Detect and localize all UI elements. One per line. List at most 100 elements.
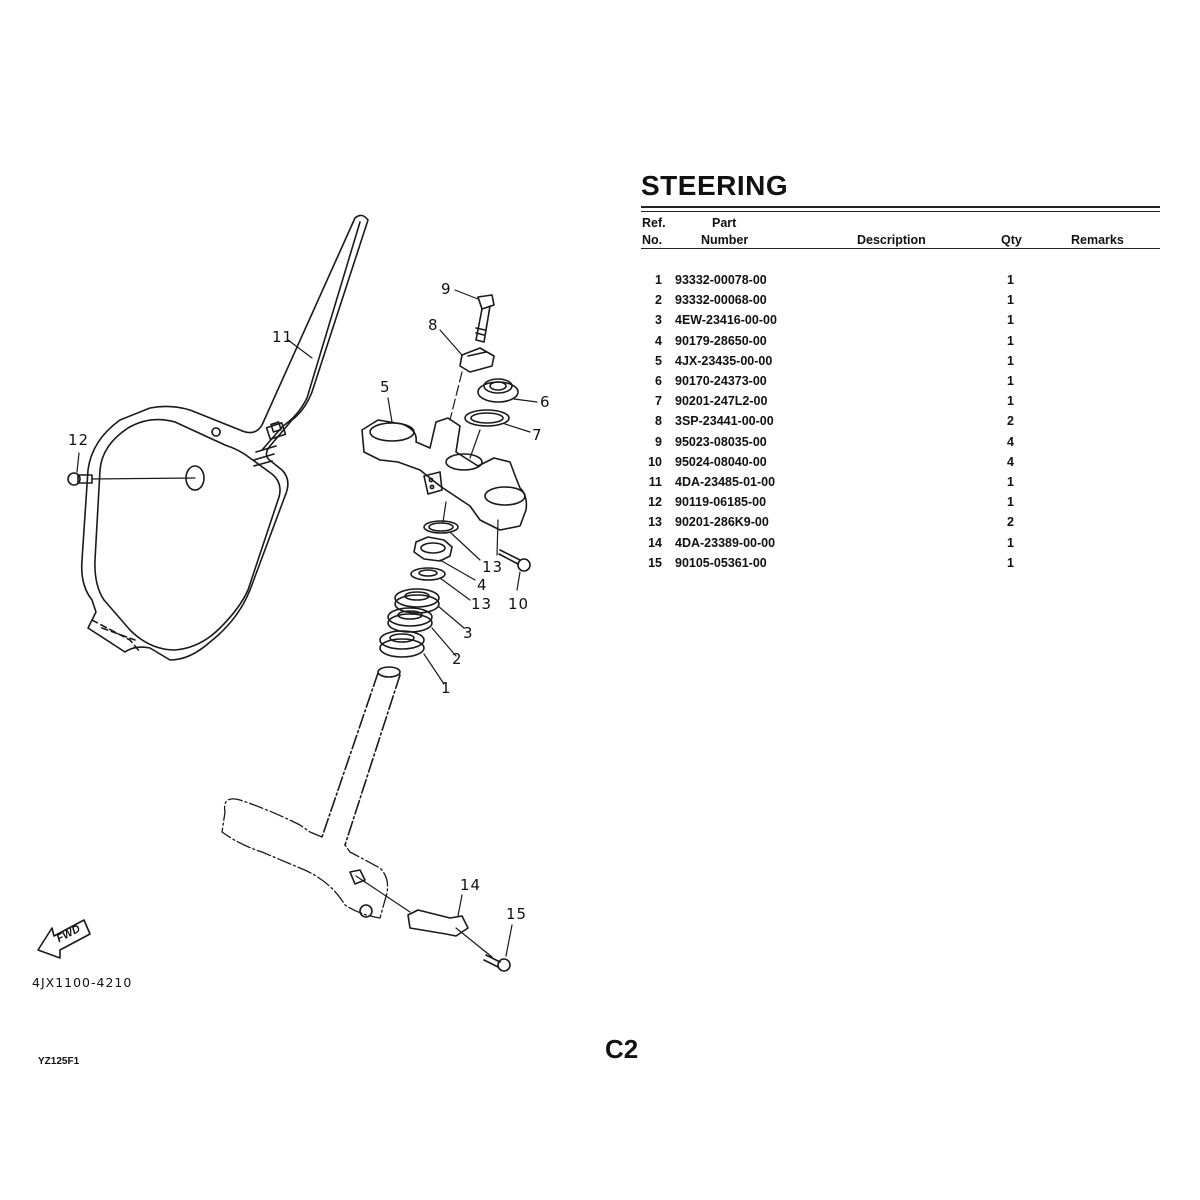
- callout-9: 9: [441, 280, 452, 298]
- part-number: 95023-08035-00: [675, 434, 767, 449]
- part-number: 90201-286K9-00: [675, 515, 769, 530]
- header-description: Description: [857, 233, 926, 247]
- header-remarks: Remarks: [1071, 233, 1124, 247]
- callout-13-lower: 13: [471, 595, 493, 613]
- bolt-flange-lower-part: [498, 549, 531, 591]
- washer-plate-upper-part: [423, 501, 481, 561]
- number-plate-part: [80, 214, 369, 661]
- ball-race-cover-part: [394, 588, 465, 629]
- quantity: 1: [1007, 394, 1014, 409]
- callout-5: 5: [380, 378, 391, 396]
- figure-code: 4JX1100-4210: [32, 975, 133, 990]
- callout-14: 14: [460, 876, 482, 894]
- header-part-line1: Part: [712, 216, 737, 230]
- quantity: 1: [1007, 273, 1014, 287]
- quantity: 2: [1007, 515, 1014, 530]
- bolt-with-washer-part: [67, 452, 196, 486]
- ring-nut-part: [413, 536, 476, 581]
- callout-11: 11: [272, 328, 294, 346]
- part-number: 93332-00078-00: [675, 273, 767, 287]
- steering-stem-reference: [221, 666, 401, 919]
- callout-10: 10: [508, 595, 530, 613]
- header-ref-line1: Ref.: [642, 216, 666, 230]
- part-number: 95024-08040-00: [675, 454, 767, 469]
- part-number: 90201-247L2-00: [675, 394, 768, 409]
- ref-number: 4: [655, 333, 662, 348]
- quantity: 1: [1007, 535, 1014, 550]
- quantity: 1: [1007, 313, 1014, 328]
- ref-number: 11: [648, 475, 662, 489]
- title-divider: [641, 206, 1160, 212]
- nut-part: [477, 378, 538, 403]
- ref-number: 6: [655, 374, 662, 388]
- callout-1: 1: [441, 679, 452, 697]
- ref-number: 9: [655, 434, 662, 449]
- callout-8: 8: [428, 316, 439, 334]
- ref-number: 3: [655, 313, 662, 328]
- callout-7: 7: [532, 426, 543, 444]
- callout-3: 3: [463, 624, 474, 642]
- header-ref-line2: No.: [642, 233, 663, 247]
- ref-number: 7: [655, 394, 662, 409]
- model-code: YZ125F1: [38, 1056, 80, 1067]
- crown-handle-part: [361, 397, 528, 556]
- header-divider: [641, 248, 1160, 249]
- part-number: 3SP-23441-00-00: [675, 414, 774, 429]
- ref-number: 12: [648, 495, 662, 510]
- quantity: 1: [1007, 475, 1014, 489]
- washer-plate-part: [464, 409, 531, 459]
- section-title: STEERING: [641, 170, 789, 201]
- callout-6: 6: [540, 393, 551, 411]
- ref-number: 1: [655, 273, 662, 287]
- callout-2: 2: [452, 650, 463, 668]
- bolt-washer-based-part: [483, 924, 513, 972]
- bearing-lower-part: [379, 630, 445, 685]
- leader-line: [287, 339, 313, 359]
- ref-number: 5: [655, 353, 662, 368]
- quantity: 4: [1007, 434, 1014, 449]
- bolt-flange-part: [454, 289, 495, 343]
- part-number: 4EW-23416-00-00: [675, 313, 777, 328]
- quantity: 1: [1007, 374, 1014, 388]
- part-number: 90105-05361-00: [675, 555, 767, 570]
- ref-number: 13: [648, 515, 662, 530]
- callout-4: 4: [477, 576, 488, 594]
- callout-13-upper: 13: [482, 558, 504, 576]
- ref-number: 10: [648, 454, 662, 469]
- quantity: 4: [1007, 454, 1014, 469]
- ref-number: 14: [648, 535, 662, 550]
- part-number: 93332-00068-00: [675, 293, 767, 308]
- quantity: 1: [1007, 293, 1014, 308]
- cable-guide-part: [355, 875, 493, 958]
- part-number: 4DA-23485-01-00: [675, 475, 776, 489]
- forward-direction-arrow: [37, 919, 91, 959]
- quantity: 1: [1007, 495, 1014, 510]
- ref-number: 15: [648, 555, 662, 570]
- header-part-line2: Number: [701, 233, 749, 247]
- part-number: 90119-06185-00: [675, 495, 767, 510]
- callout-12: 12: [68, 431, 90, 449]
- part-number: 4JX-23435-00-00: [675, 353, 773, 368]
- quantity: 1: [1007, 333, 1014, 348]
- handle-holder-part: [439, 329, 495, 421]
- page-label: C2: [605, 1034, 639, 1064]
- quantity: 1: [1007, 555, 1014, 570]
- part-number: 4DA-23389-00-00: [675, 535, 776, 550]
- ref-number: 2: [655, 293, 662, 308]
